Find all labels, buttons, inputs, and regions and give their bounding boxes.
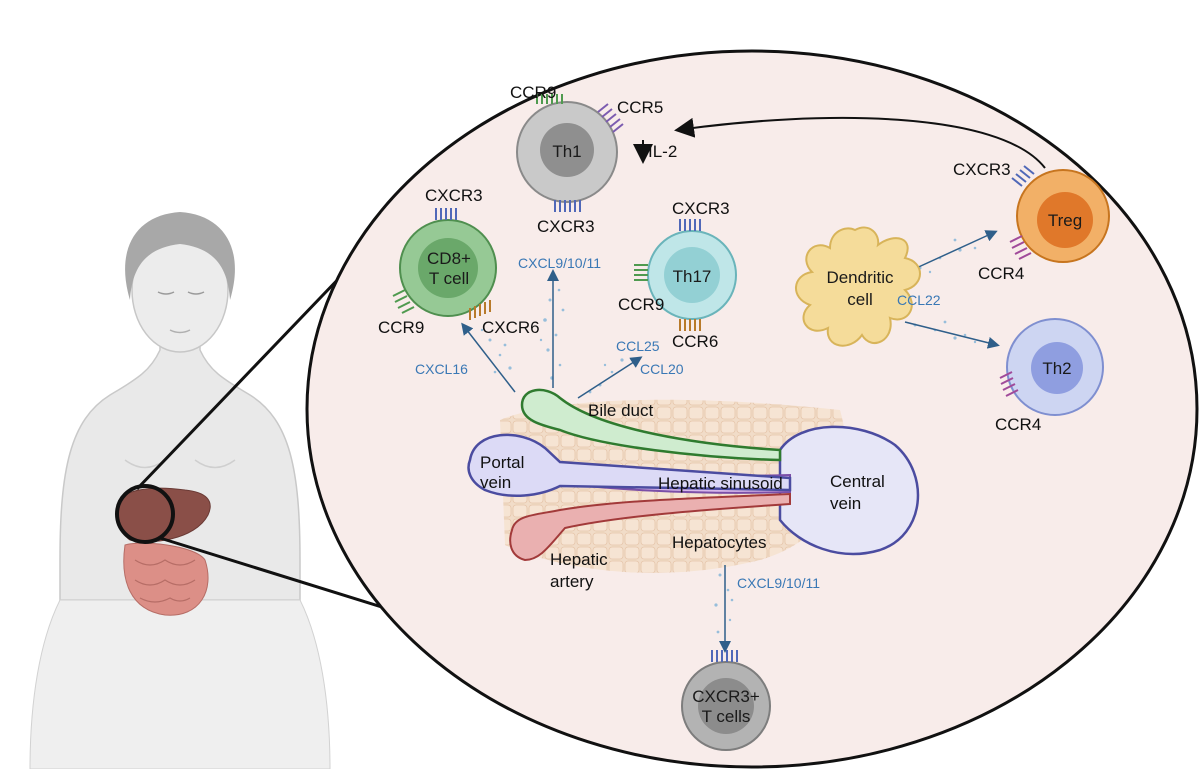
cd8-cxcr6-label: CXCR6 (482, 318, 540, 337)
treg-cxcr3-label: CXCR3 (953, 160, 1011, 179)
treg-ccr4-label: CCR4 (978, 264, 1024, 283)
ccl25-label: CCL25 (616, 338, 660, 354)
arrow-cxcl16 (461, 322, 516, 393)
hepatic-sinusoid-label: Hepatic sinusoid (658, 474, 783, 493)
arrow-to-th2 (904, 321, 1000, 349)
th1-ccr9-label: CCR9 (510, 83, 556, 102)
th17-cxcr3-receptor (679, 219, 701, 231)
cxcr3-t-cells (681, 650, 771, 751)
central-vein (778, 425, 920, 556)
chemokine-arrows (461, 230, 1000, 653)
cd8-label-line1: CD8+ (427, 249, 471, 268)
bile-duct (520, 388, 782, 462)
il2-label: IL-2 (648, 142, 677, 161)
dendritic-cell (795, 226, 921, 347)
th17-ccr6-label: CCR6 (672, 332, 718, 351)
cxcl9-bottom-label: CXCL9/10/11 (737, 575, 820, 591)
portal-vein (467, 433, 792, 497)
cd8-ccr9-label: CCR9 (378, 318, 424, 337)
th2-cell (999, 318, 1104, 416)
hepatocytes-label: Hepatocytes (672, 533, 767, 552)
human-figure (29, 212, 431, 769)
hepatic-artery-label-line2: artery (550, 572, 594, 591)
dendritic-label-line1: Dendritic (826, 268, 894, 287)
cd8-cxcr3-receptor (435, 208, 457, 220)
th1-ccr9-receptor (536, 94, 563, 104)
th17-label: Th17 (673, 267, 712, 286)
cd8-label-line2: T cell (429, 269, 469, 288)
cd8-cxcr3-label: CXCR3 (425, 186, 483, 205)
arrow-to-treg (911, 230, 998, 271)
th1-label: Th1 (552, 142, 581, 161)
th1-cxcr3-receptor (554, 200, 581, 212)
central-vein-label-line1: Central (830, 472, 885, 491)
th1-cell (516, 94, 624, 212)
cxcl16-label: CXCL16 (415, 361, 468, 377)
th1-cxcr3-label: CXCR3 (537, 217, 595, 236)
th1-ccr5-label: CCR5 (617, 98, 663, 117)
th17-ccr6-receptor (679, 319, 701, 331)
portal-vein-label-line1: Portal (480, 453, 524, 472)
cxcr3t-label-line2: T cells (702, 707, 751, 726)
th17-ccr9-label: CCR9 (618, 295, 664, 314)
th17-cxcr3-label: CXCR3 (672, 199, 730, 218)
dendritic-label-line2: cell (847, 290, 873, 309)
th17-ccr9-receptor (634, 264, 648, 281)
cd8-cxcr6-receptor (469, 300, 491, 320)
th2-ccr4-label: CCR4 (995, 415, 1041, 434)
cxcl9-top-label: CXCL9/10/11 (518, 255, 601, 271)
cd8-ccr9-receptor (392, 289, 415, 314)
cxcr3t-label-line1: CXCR3+ (692, 687, 760, 706)
th2-label: Th2 (1042, 359, 1071, 378)
th17-cell (634, 219, 737, 331)
bile-duct-label: Bile duct (588, 401, 653, 420)
chemokine-dots (480, 238, 977, 634)
treg-ccr4-receptor (1009, 235, 1032, 260)
hepatic-artery (509, 492, 791, 562)
arrow-ccl25 (577, 356, 643, 399)
ccl20-label: CCL20 (640, 361, 684, 377)
hepatic-artery-label-line1: Hepatic (550, 550, 608, 569)
treg-cxcr3-receptor (1011, 165, 1035, 187)
central-vein-label-line2: vein (830, 494, 861, 513)
th2-ccr4-receptor (999, 371, 1019, 397)
th1-ccr5-receptor (597, 103, 624, 133)
cxcr3-t-cells-receptor (711, 650, 738, 662)
cd8-t-cell (392, 208, 497, 320)
ccl22-label: CCL22 (897, 292, 941, 308)
portal-vein-label-line2: vein (480, 473, 511, 492)
treg-suppression-arrow (674, 116, 1046, 169)
treg-cell (1009, 165, 1110, 263)
treg-label: Treg (1048, 211, 1082, 230)
